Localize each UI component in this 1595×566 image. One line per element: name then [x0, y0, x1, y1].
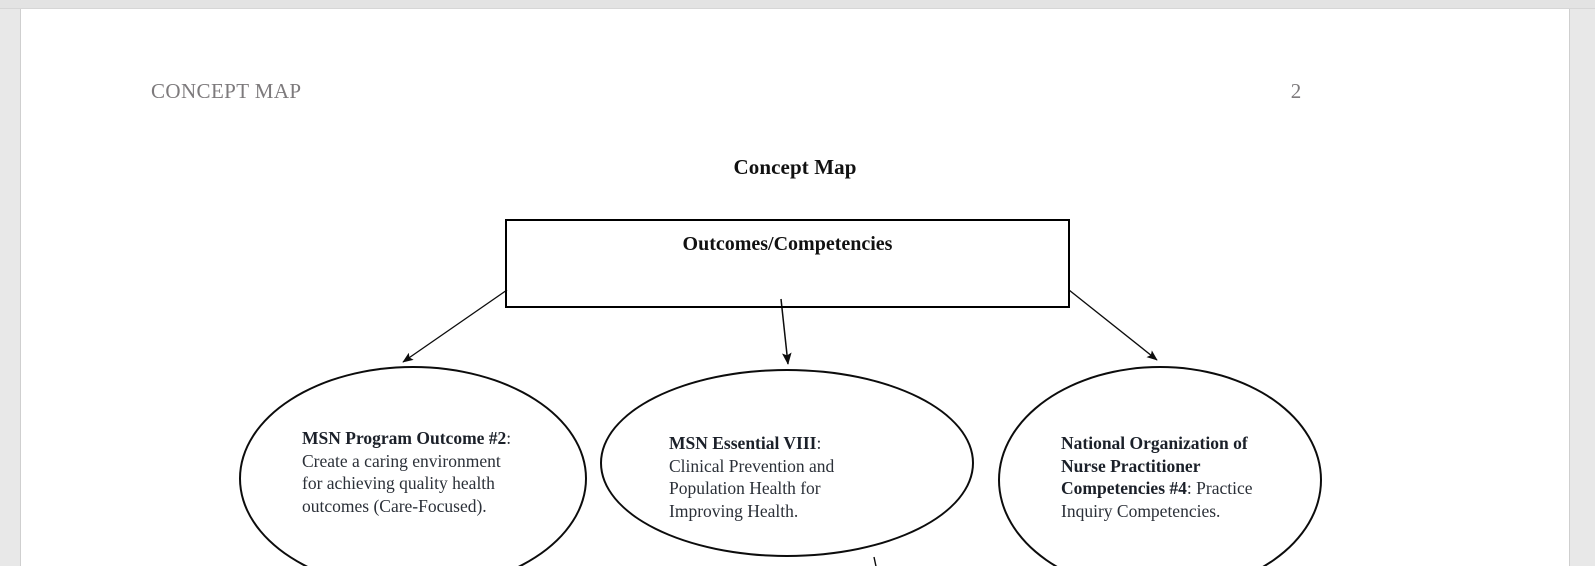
- node-3-separator: :: [1186, 478, 1197, 499]
- node-3-bold-label: National Organization of Nurse Practitio…: [1061, 433, 1248, 499]
- node-1-body: Create a caring environment for achievin…: [302, 450, 501, 516]
- page-title: Concept Map: [733, 155, 857, 179]
- connector-stub-below-node-2: [873, 556, 877, 566]
- running-head: CONCEPT MAP: [151, 79, 302, 103]
- concept-map-diagram: Outcomes/Competencies MSN Program Outcom…: [21, 9, 1569, 566]
- node-msn-essential-viii-text: MSN Essential VIII: Clinical Prevention …: [669, 432, 869, 522]
- arrow-root-to-node-3: [1068, 289, 1158, 361]
- viewer-right-gutter: [1569, 9, 1595, 566]
- viewer-left-gutter: [0, 9, 19, 566]
- root-node-outcomes-competencies[interactable]: Outcomes/Competencies: [505, 219, 1070, 308]
- page-number: 2: [1290, 79, 1302, 103]
- node-msn-essential-viii[interactable]: [600, 369, 974, 557]
- document-page: CONCEPT MAP 2 Concept Map Outcomes/Compe…: [20, 9, 1570, 566]
- node-2-body: Clinical Prevention and Population Healt…: [669, 455, 835, 521]
- node-2-separator: :: [816, 433, 822, 453]
- root-node-label: Outcomes/Competencies: [682, 233, 893, 255]
- node-nonpf-competencies-text: National Organization of Nurse Practitio…: [1061, 432, 1263, 522]
- arrow-root-to-node-1: [402, 289, 508, 363]
- node-msn-program-outcome[interactable]: [239, 366, 587, 566]
- viewer-top-bar: [0, 0, 1595, 9]
- node-msn-program-outcome-text: MSN Program Outcome #2: Create a caring …: [302, 427, 517, 517]
- node-1-bold-label: MSN Program Outcome #2: [302, 428, 507, 448]
- arrow-root-to-node-2: [780, 298, 792, 365]
- node-2-bold-label: MSN Essential VIII: [669, 433, 817, 453]
- node-3-body: Practice Inquiry Competencies.: [1061, 478, 1253, 521]
- node-1-separator: :: [506, 428, 512, 448]
- connector-arrows: [402, 289, 1158, 566]
